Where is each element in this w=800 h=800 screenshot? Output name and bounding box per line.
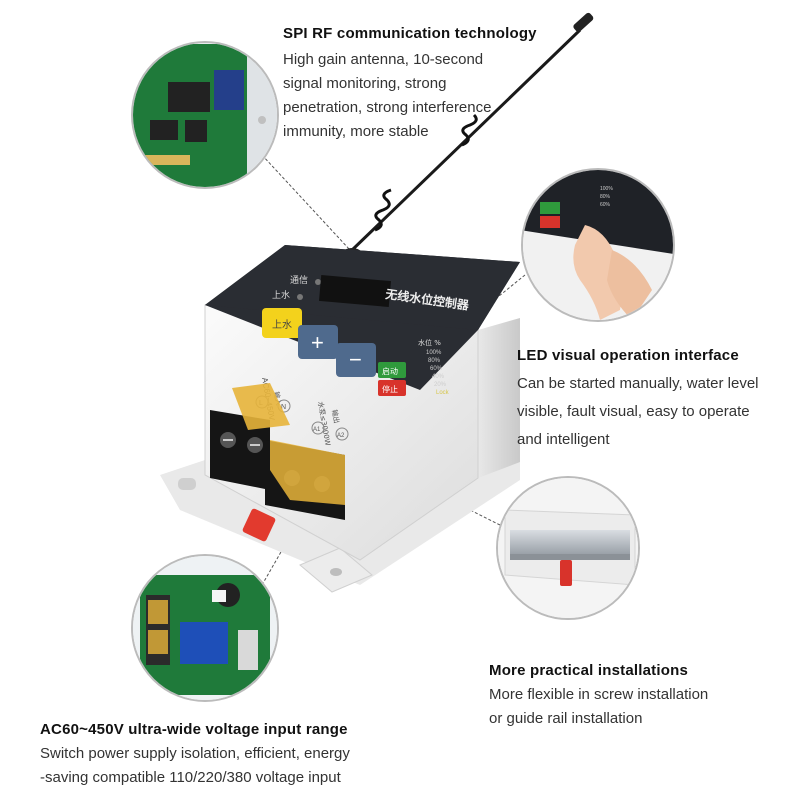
connector-line-rf bbox=[261, 154, 351, 251]
rf-feature-line: penetration, strong interference bbox=[283, 99, 492, 116]
rail-mount-inset bbox=[496, 476, 640, 620]
svg-text:60%: 60% bbox=[600, 202, 611, 208]
rf-feature-line: High gain antenna, 10-second bbox=[283, 51, 484, 68]
water-level-display: 水位 % 100% 80% 60% 40% 20% Lock bbox=[418, 338, 450, 396]
led-panel-inset: 100% 80% 60% bbox=[521, 168, 675, 322]
voltage-feature-line: Switch power supply isolation, efficient… bbox=[40, 745, 350, 762]
rf-module-inset bbox=[131, 41, 279, 189]
svg-text:80%: 80% bbox=[428, 358, 441, 364]
svg-text:−: − bbox=[349, 347, 362, 372]
input-label: 输入 bbox=[272, 391, 283, 406]
plus-button[interactable] bbox=[298, 325, 338, 359]
minus-button[interactable] bbox=[336, 343, 376, 377]
svg-text:60%: 60% bbox=[430, 366, 443, 372]
svg-text:40%: 40% bbox=[432, 374, 445, 380]
connector-line-pcb bbox=[261, 544, 286, 586]
fuse-cover-input bbox=[232, 383, 290, 430]
rf-feature-title: SPI RF communication technology bbox=[283, 25, 537, 42]
output-label: 输出 bbox=[330, 409, 341, 424]
led-feature-line: and intelligent bbox=[517, 431, 610, 448]
svg-text:停止: 停止 bbox=[382, 384, 398, 394]
water-button[interactable] bbox=[262, 308, 302, 338]
terminal-block-input bbox=[210, 410, 270, 490]
label-comm: 通信 bbox=[290, 274, 308, 286]
svg-text:20%: 20% bbox=[434, 382, 447, 388]
terminal-n: N bbox=[281, 404, 286, 411]
led-feature-line: Can be started manually, water level bbox=[517, 375, 759, 392]
terminal-a1: A1 bbox=[313, 427, 321, 433]
svg-text:上水: 上水 bbox=[272, 319, 292, 331]
svg-text:100%: 100% bbox=[600, 186, 613, 192]
svg-text:100%: 100% bbox=[426, 350, 442, 356]
svg-text:水位 %: 水位 % bbox=[418, 338, 441, 347]
fuse-cover-output bbox=[270, 440, 345, 505]
svg-text:80%: 80% bbox=[600, 194, 611, 200]
controller-device: 通信 上水 无线水位控制器 上水 + − 启动 停止 水位 % 100% 80%… bbox=[160, 245, 520, 593]
led-feature-line: visible, fault visual, easy to operate bbox=[517, 403, 750, 420]
install-feature-line: More flexible in screw installation bbox=[489, 686, 709, 703]
install-feature-title: More practical installations bbox=[489, 662, 688, 679]
terminal-a2: A2 bbox=[337, 433, 345, 439]
svg-text:启动: 启动 bbox=[382, 366, 398, 376]
install-feature-line: or guide rail installation bbox=[489, 710, 643, 727]
rf-feature-line: immunity, more stable bbox=[283, 123, 429, 140]
voltage-feature-title: AC60~450V ultra-wide voltage input range bbox=[40, 721, 348, 738]
label-water: 上水 bbox=[272, 289, 290, 301]
power-pcb-inset bbox=[131, 554, 279, 702]
start-button[interactable] bbox=[378, 362, 406, 378]
rf-feature-line: signal monitoring, strong bbox=[283, 75, 447, 92]
svg-text:Lock: Lock bbox=[436, 390, 450, 396]
svg-text:+: + bbox=[311, 330, 324, 355]
stop-button[interactable] bbox=[378, 380, 406, 396]
led-feature-title: LED visual operation interface bbox=[517, 347, 739, 364]
voltage-feature-line: -saving compatible 110/220/380 voltage i… bbox=[40, 769, 341, 786]
